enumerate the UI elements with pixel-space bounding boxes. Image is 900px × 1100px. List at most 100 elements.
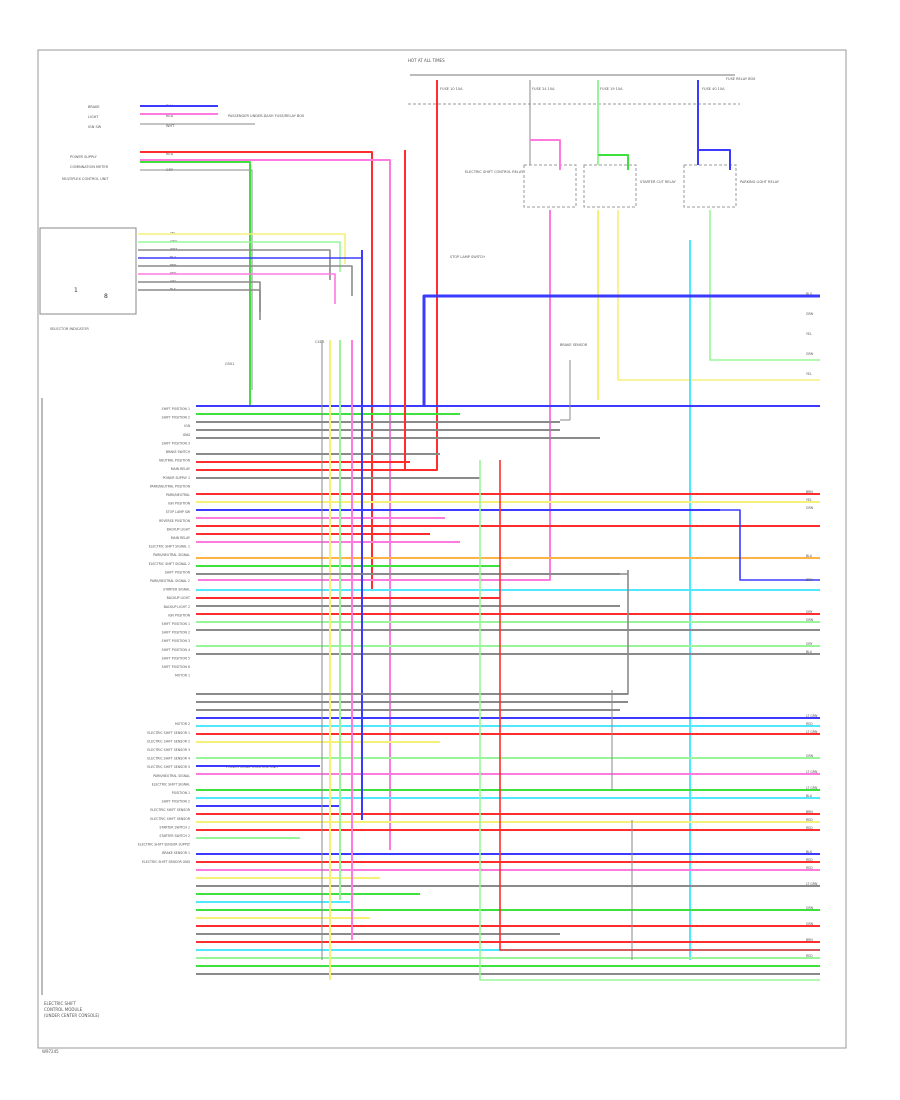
module-pin-label: IGN <box>184 424 190 428</box>
module-pin-label: ELECTRIC SHIFT SENSOR 4 <box>147 757 190 761</box>
right-wire-label: GRY <box>806 642 812 646</box>
wire <box>422 294 820 406</box>
right-wire-label: BRN <box>806 938 813 942</box>
right-wire-label: GRN <box>806 922 814 926</box>
right-wire-label: RED <box>806 954 813 958</box>
module-pin-label: IGN POSITION <box>168 613 191 617</box>
right-wire-label: BRN <box>806 810 813 814</box>
right-edge-wire-labels: BLUGRNYELGRNYELBRNYELGRNBLUBRNGRYGRNGRYB… <box>806 292 818 958</box>
right-wire-label: BLK <box>806 850 813 854</box>
module-pin-label: STOP LAMP SW <box>166 510 191 514</box>
wire <box>140 169 253 390</box>
module-pin-label: ELECTRIC SHIFT SENSOR 1 <box>147 731 190 735</box>
wire <box>138 249 331 280</box>
selector-indicator-label: SELECTOR INDICATOR <box>50 327 89 331</box>
selector-glyph-1: 1 <box>74 287 78 294</box>
module-pin-label: PARK/NEUTRAL SIGNAL <box>153 774 190 778</box>
right-wire-label: YEL <box>806 372 812 376</box>
module-pin-label: ELECTRIC SHIFT SENSOR 2 <box>147 739 190 743</box>
module-pin-label: REVERSE POSITION <box>159 519 190 523</box>
relay-label-2: STARTER CUT RELAY <box>640 180 677 184</box>
brake-sensor-label: BRAKE SENSOR <box>560 343 588 347</box>
module-pin-label: ELECTRIC SHIFT SENSOR GND <box>142 860 191 864</box>
wire <box>140 151 373 590</box>
right-wire-label: RED <box>806 818 813 822</box>
wire <box>138 273 336 304</box>
module-pin-label: BACKUP LIGHT <box>167 527 190 531</box>
wire <box>138 241 341 272</box>
right-wire-label: BRN <box>806 490 813 494</box>
wire <box>138 281 261 312</box>
selector-wire-label: BLK <box>170 287 177 291</box>
module-pin-label: ELECTRIC SHIFT SENSOR 3 <box>147 748 190 752</box>
right-wire-label: GRN <box>806 754 814 758</box>
right-wire-label: GRN <box>806 506 814 510</box>
wire <box>560 360 571 421</box>
module-pin-label: PARK/NEUTRAL POSITION <box>150 484 191 488</box>
selector-wire-label: BRN <box>170 263 176 267</box>
diagram-id: W97245 <box>42 1049 59 1054</box>
top-left-label-4: POWER SUPPLY <box>70 155 98 159</box>
module-pin-label: NEUTRAL POSITION <box>159 459 191 463</box>
module-pin-label: SHIFT POSITION 6 <box>162 665 190 669</box>
right-wire-label: BRN <box>806 578 813 582</box>
selector-wire-label: GRY <box>170 279 176 283</box>
selector-wire-label: YEL <box>170 231 176 235</box>
module-label-line-1: ELECTRIC SHIFT <box>44 1001 77 1006</box>
right-wire-label: LT GRN <box>806 714 818 718</box>
top-left-color-4: RED <box>166 152 174 156</box>
wire <box>322 570 629 695</box>
module-pin-label: GND <box>183 433 191 437</box>
module-pin-label: STARTER SIGNAL <box>163 588 190 592</box>
module-pin-label: STARTER SWITCH 2 <box>159 834 190 838</box>
module-pin-label: BRAKE SWITCH <box>166 450 191 454</box>
right-wire-label: GRY <box>806 610 812 614</box>
module-pin-label: SHIFT POSITION 1 <box>162 622 190 626</box>
right-wire-label: BLU <box>806 554 813 558</box>
module-pin-label: ELECTRIC SHIFT SIGNAL <box>152 782 190 786</box>
right-wire-label: BLU <box>806 794 813 798</box>
top-left-label-6: MULTIPLEX CONTROL UNIT <box>62 177 109 181</box>
wire <box>198 80 438 471</box>
wire <box>598 154 629 170</box>
module-pin-label: SHIFT POSITION 4 <box>162 648 190 652</box>
relay-box-1 <box>523 164 577 208</box>
right-wire-label: LT GRN <box>806 730 818 734</box>
module-pin-label: PARK/NEUTRAL SIGNAL 2 <box>150 579 190 583</box>
module-pin-label: MAIN RELAY <box>171 467 190 471</box>
module-pin-label: SHIFT POSITION <box>165 570 191 574</box>
wire <box>140 161 251 405</box>
top-left-label-3: IGN SW <box>88 125 102 129</box>
module-pin-label: ELECTRIC SHIFT SENSOR 5 <box>147 765 190 769</box>
module-label-line-2: CONTROL MODULE <box>44 1007 83 1012</box>
top-left-label-5: COMBINATION METER <box>70 165 109 169</box>
top-connector-label: PASSENGER UNDER-DASH FUSE/RELAY BOX <box>228 114 305 118</box>
relay-label-3: PARKING LIGHT RELAY <box>740 180 780 184</box>
module-pin-label: MOTOR 2 <box>175 722 190 726</box>
fuse-label-3: FUSE 19 10A <box>600 87 623 91</box>
right-wire-label: LT GRN <box>806 882 818 886</box>
wire <box>530 139 561 170</box>
fuse-label-4: FUSE 40 10A <box>702 87 725 91</box>
selector-wire-label: RED <box>170 271 177 275</box>
module-label-line-3: (UNDER CENTER CONSOLE) <box>44 1013 100 1018</box>
wire <box>499 460 820 951</box>
selector-glyph-2: 8 <box>104 293 108 300</box>
hot-at-all-times-label: HOT AT ALL TIMES <box>408 58 445 63</box>
wire <box>617 210 820 381</box>
right-wire-label: YEL <box>806 498 812 502</box>
ground-label: G501 <box>225 362 234 366</box>
module-pin-label: SHIFT POSITION 3 <box>162 441 190 445</box>
module-pin-label: ELECTRIC SHIFT SIGNAL 2 <box>149 562 190 566</box>
module-pin-label: ELECTRIC SHIFT SENSOR SUPPLY <box>138 843 190 847</box>
top-left-color-2: RED <box>166 114 174 118</box>
fuse-label-2: FUSE 24 10A <box>532 87 555 91</box>
module-pin-label: ELECTRIC SHIFT SIGNAL 1 <box>149 545 190 549</box>
stop-lamp-switch-label: STOP LAMP SWITCH <box>450 255 485 259</box>
module-pin-label: BACKUP LIGHT 2 <box>164 605 190 609</box>
right-wire-label: GRN <box>806 906 814 910</box>
selector-wire-label: WHT <box>170 247 177 251</box>
wire <box>140 159 391 850</box>
module-pin-label: ELECTRIC SHIFT SENSOR <box>150 808 190 812</box>
